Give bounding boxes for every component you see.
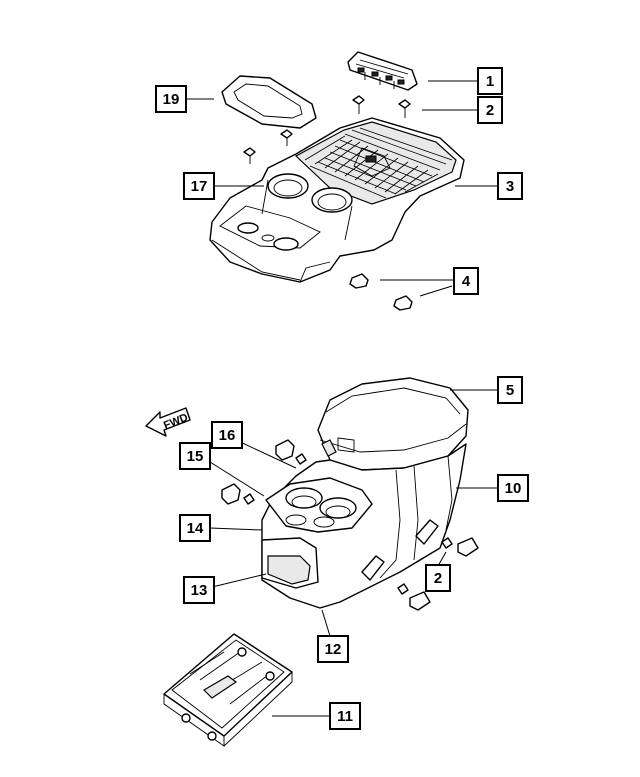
part-cupholder-insert: [265, 477, 373, 533]
svg-text:17: 17: [191, 178, 208, 195]
callout-16: 16: [211, 421, 243, 449]
callout-3: 3: [497, 172, 523, 200]
callout-12: 12: [317, 635, 349, 663]
fwd-direction-arrow: FWD: [145, 407, 191, 437]
callout-14: 14: [179, 514, 211, 542]
callout-2-bottom: 2: [425, 564, 451, 592]
part-screws-top: [352, 95, 411, 118]
callout-2-top: 2: [477, 96, 503, 124]
callout-1: 1: [477, 67, 503, 95]
callouts: 1 2 3 4 17 19 5 10: [155, 67, 529, 730]
callout-10: 10: [497, 474, 529, 502]
part-trim-bezel: [347, 51, 418, 91]
svg-text:12: 12: [325, 641, 342, 658]
callout-5: 5: [497, 376, 523, 404]
callout-19: 19: [155, 85, 187, 113]
part-clips-left: [221, 439, 307, 505]
fwd-label: FWD: [162, 412, 190, 433]
svg-text:2: 2: [434, 570, 442, 587]
part-cupholder-bezel: [221, 75, 317, 164]
svg-text:16: 16: [219, 427, 236, 444]
part-storage-tray: [261, 537, 319, 589]
callout-17: 17: [183, 172, 215, 200]
part-armrest-lid: [317, 377, 469, 471]
leader-lines: [186, 80, 498, 717]
svg-text:14: 14: [187, 520, 204, 537]
callout-4: 4: [453, 267, 479, 295]
grid-mat-lines: [304, 127, 453, 199]
svg-text:11: 11: [337, 708, 353, 725]
part-clips-right: [397, 537, 479, 611]
callout-15: 15: [179, 442, 211, 470]
part-clips: [349, 273, 413, 311]
callout-11: 11: [329, 702, 361, 730]
svg-text:15: 15: [187, 448, 204, 465]
callout-13: 13: [183, 576, 215, 604]
svg-text:10: 10: [505, 480, 522, 497]
part-console-top-panel: [209, 117, 465, 283]
top-console-assembly: [209, 51, 465, 311]
svg-text:4: 4: [462, 273, 471, 290]
svg-text:3: 3: [506, 178, 514, 195]
svg-text:13: 13: [191, 582, 208, 599]
part-mounting-bracket: [163, 633, 293, 747]
svg-text:1: 1: [486, 73, 494, 90]
svg-text:5: 5: [506, 382, 514, 399]
svg-text:19: 19: [163, 91, 180, 108]
bottom-console-assembly: FWD: [145, 377, 479, 747]
svg-text:2: 2: [486, 102, 494, 119]
